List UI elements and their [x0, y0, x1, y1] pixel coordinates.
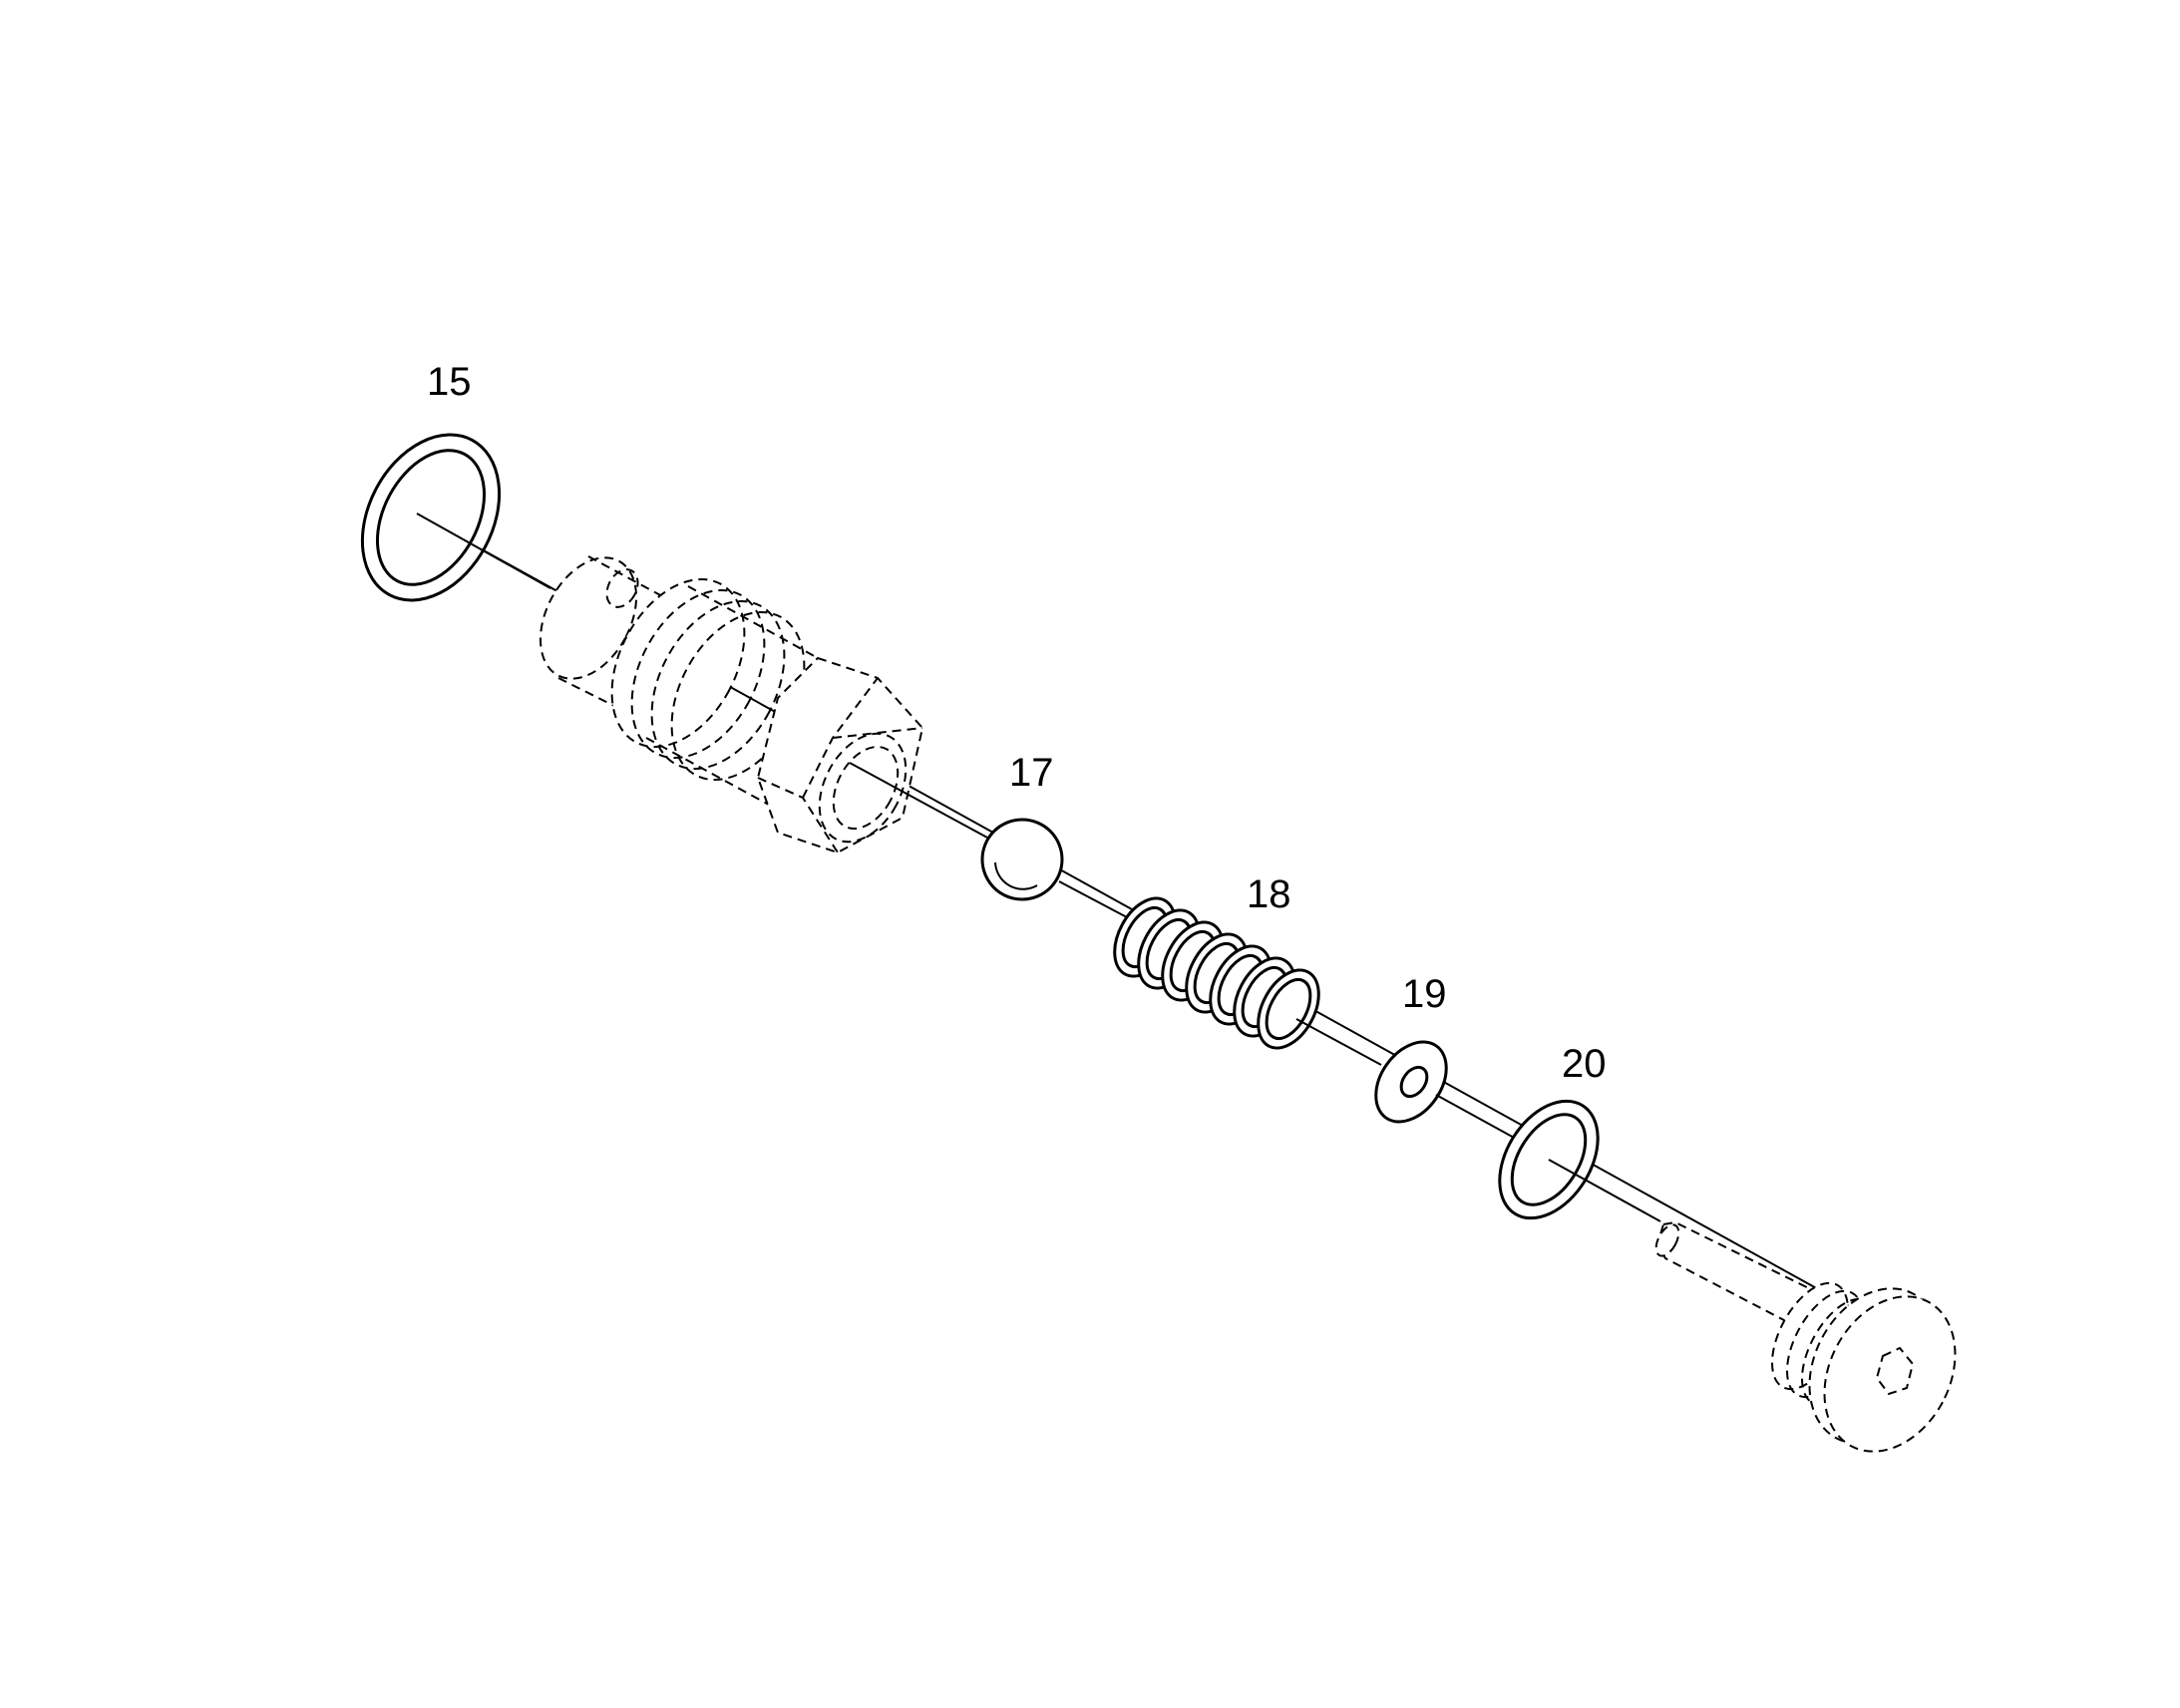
ball-17: [980, 818, 1128, 918]
valve-body: [539, 555, 988, 854]
callout-20: 20: [1562, 1042, 1607, 1086]
washer-19: [1374, 1040, 1517, 1140]
spring-18: [1113, 896, 1382, 1066]
o-ring-15: [360, 433, 551, 602]
callout-18: 18: [1247, 872, 1291, 916]
o-ring-20: [1498, 1099, 1661, 1222]
callout-19: 19: [1402, 972, 1447, 1016]
callout-15: 15: [427, 360, 472, 404]
plug-screw: [1654, 1220, 1957, 1453]
callout-17: 17: [1009, 751, 1054, 795]
